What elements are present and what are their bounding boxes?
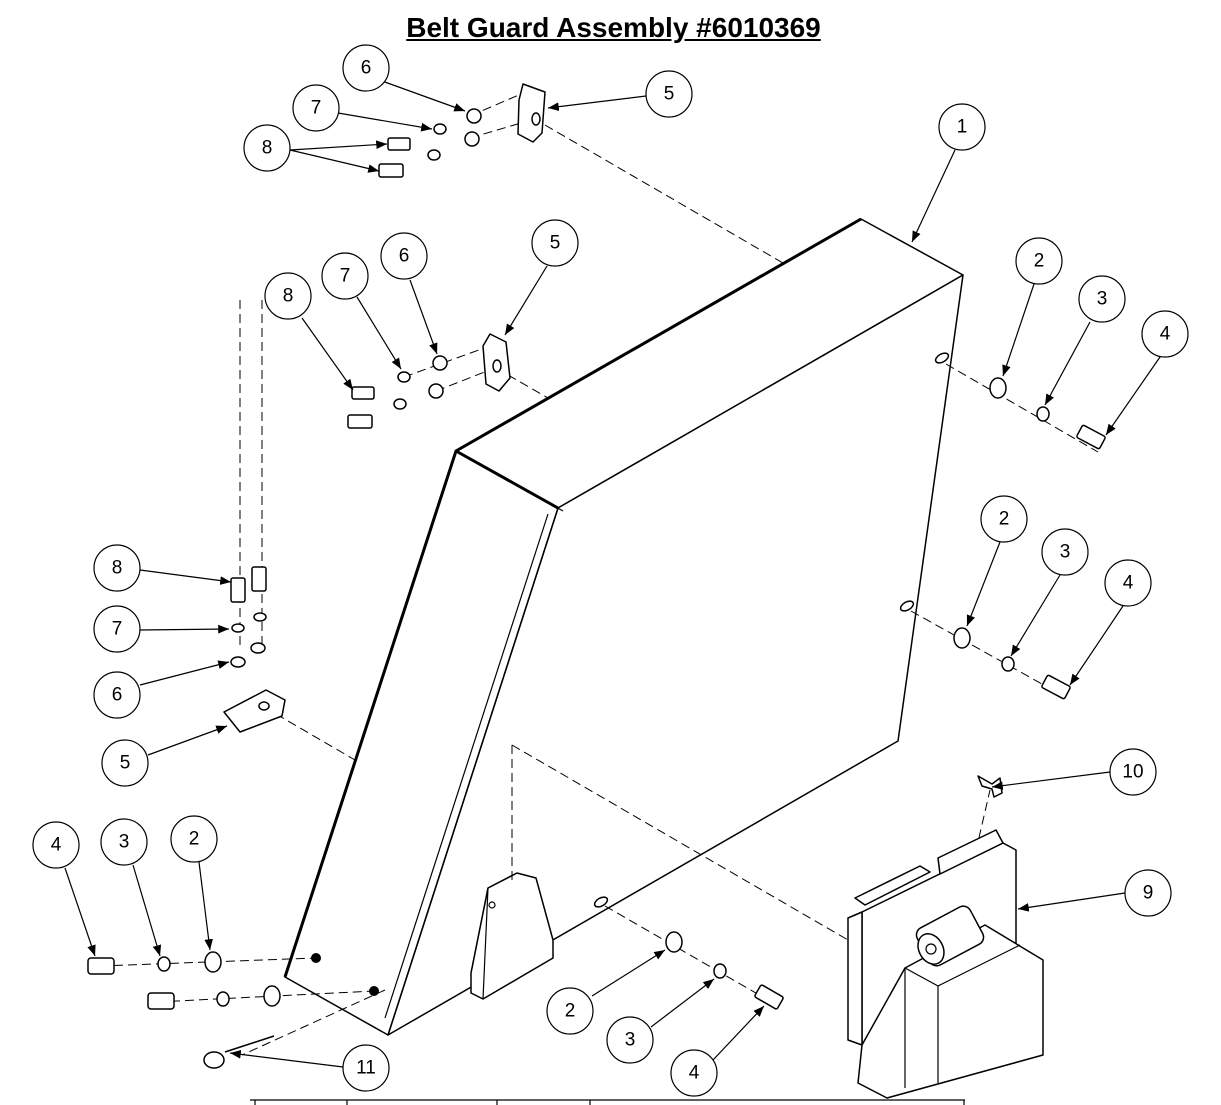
guard-base-bracket bbox=[847, 829, 1044, 1099]
callout-2: 2 bbox=[546, 987, 594, 1035]
callout-5: 5 bbox=[101, 739, 149, 787]
callout-3: 3 bbox=[100, 818, 148, 866]
leader-lines bbox=[64, 80, 1161, 1068]
svg-text:2: 2 bbox=[1034, 251, 1045, 272]
svg-text:7: 7 bbox=[112, 619, 123, 640]
callout-8: 8 bbox=[264, 272, 312, 320]
hardware-parts bbox=[87, 83, 1106, 1069]
svg-text:11: 11 bbox=[356, 1058, 376, 1079]
svg-text:6: 6 bbox=[361, 58, 372, 79]
belt-guard-housing bbox=[283, 217, 964, 1036]
svg-text:7: 7 bbox=[311, 98, 322, 119]
callout-8: 8 bbox=[243, 124, 291, 172]
svg-text:4: 4 bbox=[1123, 573, 1134, 594]
callout-4: 4 bbox=[670, 1049, 718, 1097]
callout-3: 3 bbox=[606, 1016, 654, 1064]
svg-text:10: 10 bbox=[1122, 762, 1143, 783]
svg-text:2: 2 bbox=[999, 509, 1010, 530]
svg-text:7: 7 bbox=[340, 266, 351, 287]
svg-text:5: 5 bbox=[664, 84, 675, 105]
svg-text:5: 5 bbox=[120, 753, 131, 774]
diagram-title: Belt Guard Assembly #6010369 bbox=[406, 12, 821, 43]
callout-4: 4 bbox=[32, 821, 80, 869]
table-border-stub bbox=[250, 1099, 965, 1105]
svg-text:3: 3 bbox=[625, 1030, 636, 1051]
svg-text:8: 8 bbox=[262, 138, 273, 159]
svg-text:3: 3 bbox=[1060, 542, 1071, 563]
svg-text:1: 1 bbox=[957, 117, 968, 138]
svg-text:5: 5 bbox=[550, 233, 561, 254]
callout-3: 3 bbox=[1078, 275, 1126, 323]
svg-text:8: 8 bbox=[112, 558, 123, 579]
callout-5: 5 bbox=[531, 219, 579, 267]
callout-6: 6 bbox=[380, 232, 428, 280]
svg-text:4: 4 bbox=[1160, 324, 1171, 345]
callout-5: 5 bbox=[645, 70, 693, 118]
callout-1: 1 bbox=[938, 103, 986, 151]
callout-6: 6 bbox=[342, 44, 390, 92]
assembly-center-lines bbox=[99, 93, 1099, 1056]
svg-text:8: 8 bbox=[283, 286, 294, 307]
svg-text:4: 4 bbox=[689, 1063, 700, 1084]
callout-2: 2 bbox=[980, 495, 1028, 543]
callout-6: 6 bbox=[93, 671, 141, 719]
svg-text:6: 6 bbox=[399, 246, 410, 267]
svg-text:2: 2 bbox=[565, 1001, 576, 1022]
callout-2: 2 bbox=[170, 815, 218, 863]
callout-8: 8 bbox=[93, 544, 141, 592]
svg-text:9: 9 bbox=[1143, 883, 1154, 904]
callout-3: 3 bbox=[1041, 528, 1089, 576]
callout-11: 11 bbox=[342, 1044, 390, 1092]
svg-text:3: 3 bbox=[119, 832, 130, 853]
svg-text:6: 6 bbox=[112, 685, 123, 706]
callout-4: 4 bbox=[1104, 559, 1152, 607]
callout-7: 7 bbox=[321, 252, 369, 300]
callout-4: 4 bbox=[1141, 310, 1189, 358]
callout-7: 7 bbox=[93, 605, 141, 653]
callout-9: 9 bbox=[1124, 869, 1172, 917]
svg-text:2: 2 bbox=[189, 829, 200, 850]
svg-text:3: 3 bbox=[1097, 289, 1108, 310]
callout-2: 2 bbox=[1015, 237, 1063, 285]
svg-text:4: 4 bbox=[51, 835, 62, 856]
callout-10: 10 bbox=[1109, 748, 1157, 796]
callout-7: 7 bbox=[292, 84, 340, 132]
